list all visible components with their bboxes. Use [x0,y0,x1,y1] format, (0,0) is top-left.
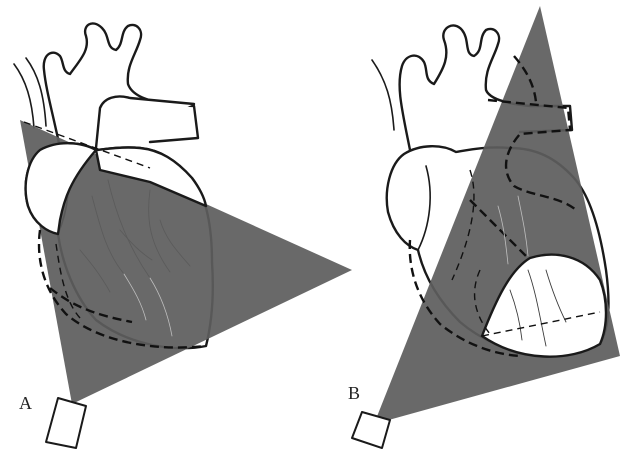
panel-a [14,23,352,448]
left-vessel-b [372,60,394,130]
ultrasound-probe-b [352,412,390,448]
panel-b [352,6,620,448]
left-vessel-a [14,64,34,128]
panel-label-a: A [19,393,32,414]
panel-label-b: B [348,383,360,404]
ultrasound-probe-a [46,398,86,448]
